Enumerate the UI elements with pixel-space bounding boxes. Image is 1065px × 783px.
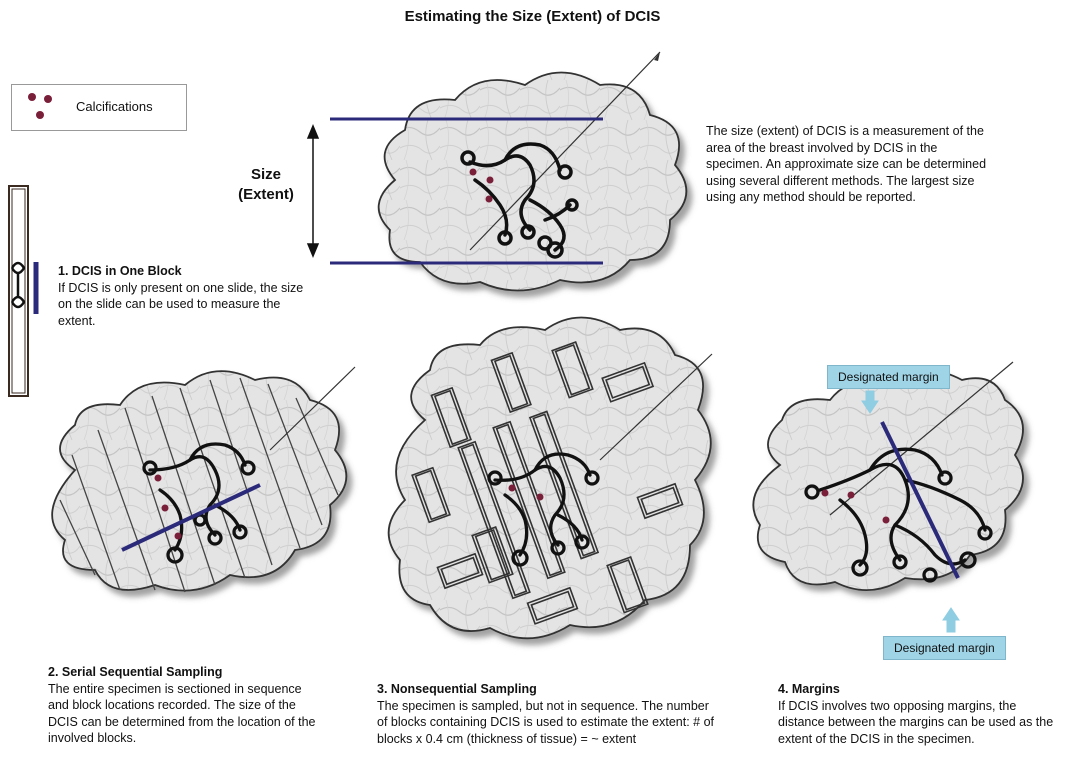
nonsequential-specimen <box>387 316 713 640</box>
intro-paragraph: The size (extent) of DCIS is a measureme… <box>706 124 987 205</box>
method3-text: 3. Nonsequential Sampling The specimen i… <box>377 681 722 747</box>
margin-arrows <box>861 390 960 633</box>
size-extent-label: Size (Extent) <box>238 166 294 203</box>
method2-heading: 2. Serial Sequential Sampling <box>48 665 223 679</box>
legend-label: Calcifications <box>76 99 153 114</box>
method3-body: The specimen is sampled, but not in sequ… <box>377 698 714 746</box>
method2-text: 2. Serial Sequential Sampling The entire… <box>48 664 318 747</box>
method1-text: 1. DCIS in One Block If DCIS is only pre… <box>58 263 308 329</box>
method4-body: If DCIS involves two opposing margins, t… <box>778 698 1054 746</box>
designated-margin-bottom-tag: Designated margin <box>883 636 1006 660</box>
method1-heading: 1. DCIS in One Block <box>58 264 182 278</box>
method4-heading: 4. Margins <box>778 682 840 696</box>
single-slide <box>8 185 39 397</box>
method4-text: 4. Margins If DCIS involves two opposing… <box>778 681 1060 747</box>
margins-specimen <box>752 361 1024 633</box>
designated-margin-top-tag: Designated margin <box>827 365 950 389</box>
method1-body: If DCIS is only present on one slide, th… <box>58 280 304 328</box>
serial-specimen <box>51 366 356 593</box>
calcification-legend-icon <box>28 93 52 119</box>
top-specimen <box>306 51 688 292</box>
legend-box: Calcifications <box>11 84 187 131</box>
top-dcis-ducts <box>460 142 579 259</box>
size-arrow <box>306 124 320 258</box>
method3-heading: 3. Nonsequential Sampling <box>377 682 537 696</box>
diagram-title: Estimating the Size (Extent) of DCIS <box>404 8 661 25</box>
method2-body: The entire specimen is sectioned in sequ… <box>48 681 316 746</box>
